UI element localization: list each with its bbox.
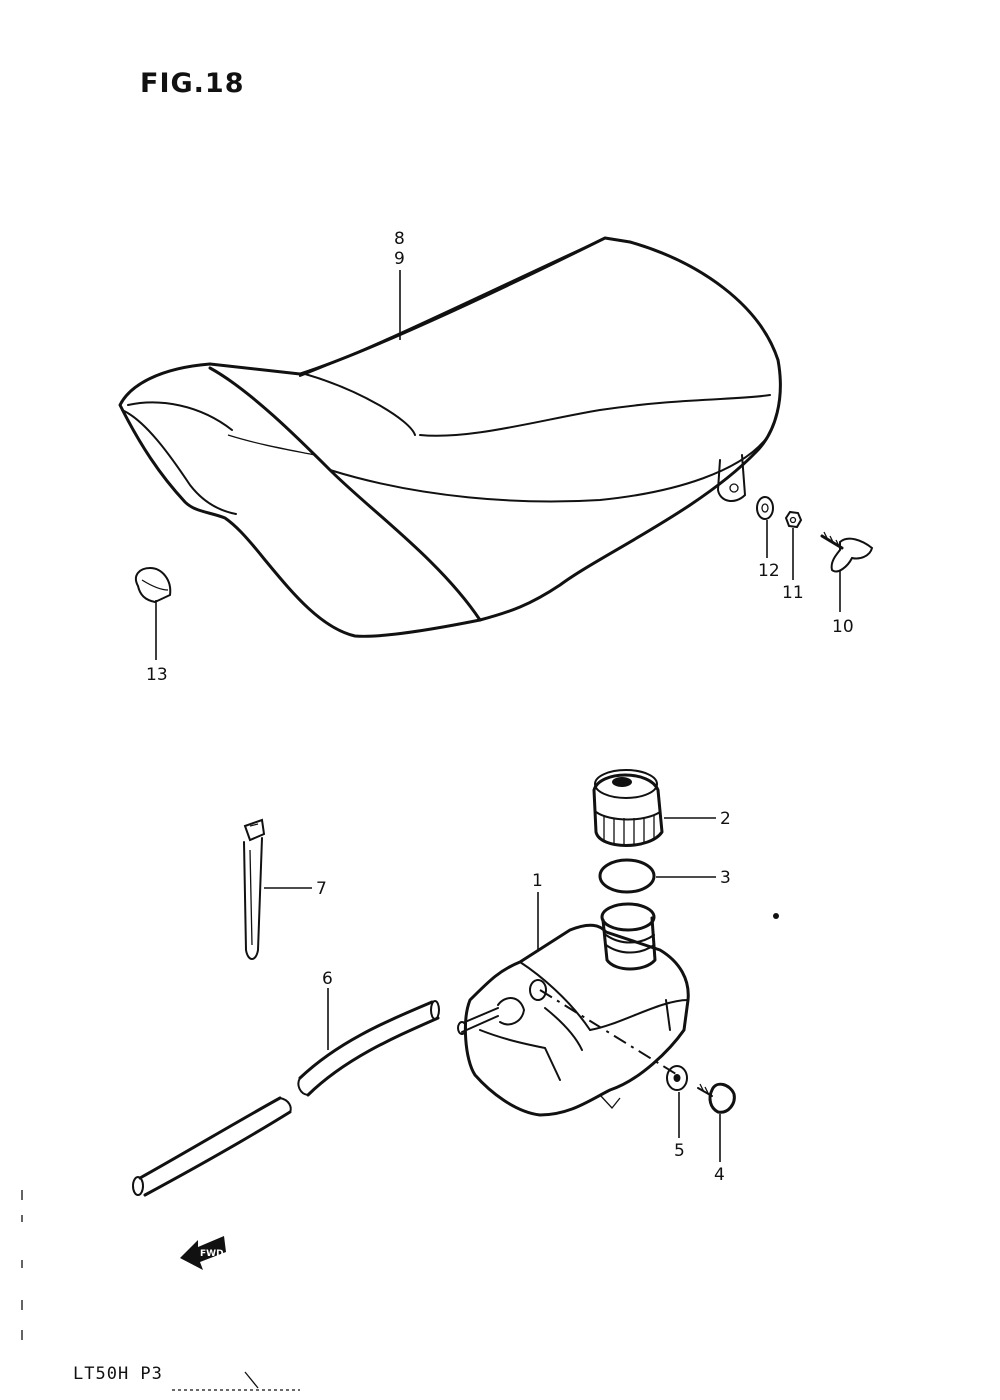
callout-6: 6 — [322, 969, 333, 989]
callout-11: 11 — [782, 583, 804, 603]
callout-numbers: 8 9 13 12 11 10 2 3 1 7 6 5 4 — [146, 229, 854, 1185]
tank-cap-2[interactable] — [592, 769, 664, 847]
model-code-label: LT50H P3 — [73, 1364, 163, 1384]
seat-assembly[interactable] — [118, 236, 782, 638]
washer-12[interactable] — [756, 496, 774, 520]
forward-arrow-icon: FWD — [180, 1236, 226, 1270]
nut-11[interactable] — [784, 510, 803, 529]
leader-lines — [155, 270, 841, 1162]
callout-12: 12 — [758, 561, 780, 581]
fwd-label: FWD — [200, 1249, 224, 1259]
callout-5: 5 — [674, 1141, 685, 1161]
callout-1: 1 — [532, 871, 543, 891]
callout-2: 2 — [720, 809, 731, 829]
callout-4: 4 — [714, 1165, 725, 1185]
tie-strap-7[interactable] — [243, 818, 266, 960]
callout-7: 7 — [316, 879, 327, 899]
washer-5[interactable] — [666, 1065, 688, 1091]
callout-9: 9 — [394, 249, 405, 269]
bolt-4[interactable] — [697, 1082, 736, 1114]
wing-bolt-10[interactable] — [820, 531, 874, 573]
seat-cushion-13[interactable] — [134, 566, 172, 604]
gasket-3[interactable] — [598, 858, 656, 894]
figure-title: FIG.18 — [140, 68, 245, 99]
speck — [773, 913, 779, 919]
callout-8: 8 — [394, 229, 405, 249]
oil-hose-6[interactable] — [132, 1000, 440, 1197]
callout-3: 3 — [720, 868, 731, 888]
scan-artifacts — [21, 1190, 300, 1391]
callout-13: 13 — [146, 665, 168, 685]
callout-10: 10 — [832, 617, 854, 637]
